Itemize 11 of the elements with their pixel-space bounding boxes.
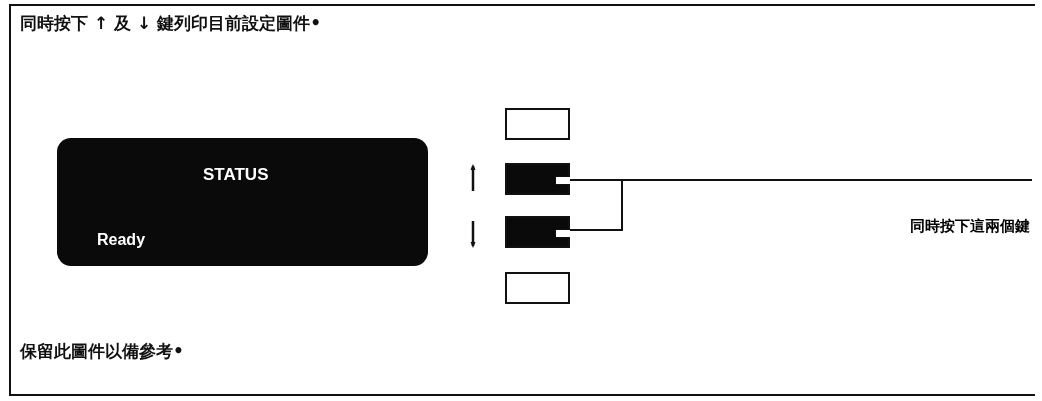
- callout-text: 同時按下這兩個鍵: [910, 217, 1030, 236]
- key-button: [505, 163, 570, 195]
- note-text: 保留此圖件以備參考•: [20, 340, 184, 363]
- blank-key: [505, 108, 570, 140]
- blank-key: [505, 272, 570, 304]
- display-status: Ready: [97, 231, 146, 250]
- key-button: [505, 216, 570, 248]
- leader-line: [569, 179, 1033, 231]
- instruction-text: 同時按下 ↑ 及 ↓ 鍵列印目前設定圖件•: [20, 12, 322, 35]
- status-display: [57, 138, 428, 266]
- display-heading: STATUS: [203, 164, 269, 185]
